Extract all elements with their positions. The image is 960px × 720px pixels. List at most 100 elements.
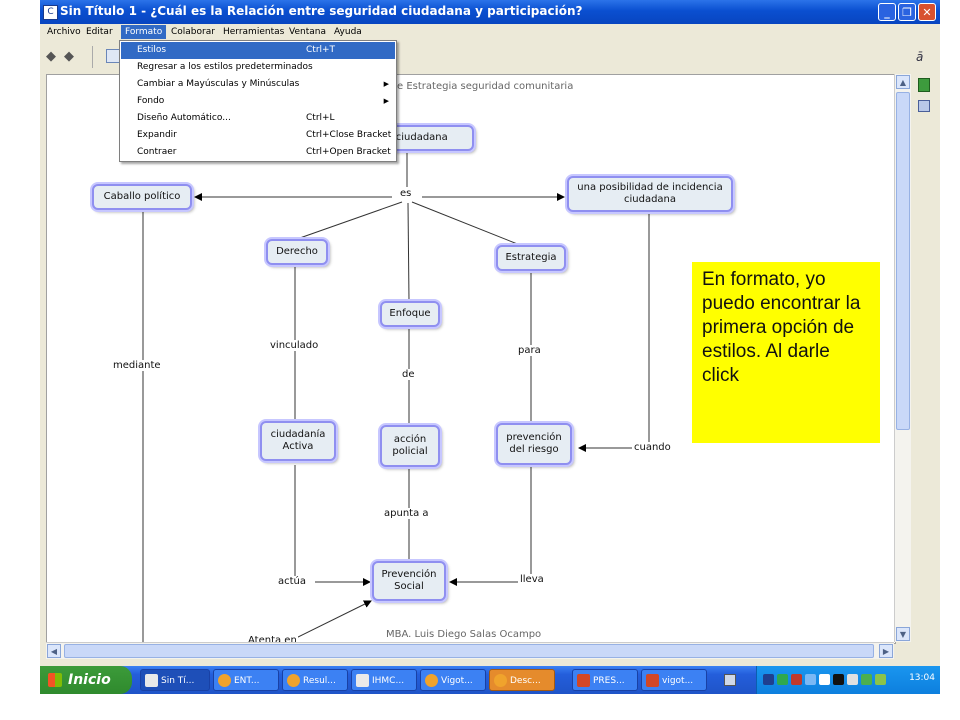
powerpoint-icon	[577, 674, 590, 687]
toolbar-separator	[92, 46, 93, 68]
annotation-note: En formato, yo puedo encontrar la primer…	[692, 262, 880, 443]
scroll-right-button[interactable]: ▶	[879, 644, 893, 658]
menu-item-contraer[interactable]: Contraer Ctrl+Open Bracket	[137, 147, 391, 157]
ihmc-icon	[356, 674, 369, 687]
sync-icon[interactable]	[875, 674, 886, 685]
menu-ayuda[interactable]: Ayuda	[334, 27, 362, 37]
concept-derecho[interactable]: Derecho	[266, 239, 328, 265]
link-apunta-a[interactable]: apunta a	[383, 508, 430, 519]
window-icon[interactable]	[847, 674, 858, 685]
menu-item-expandir[interactable]: Expandir Ctrl+Close Bracket	[137, 130, 392, 140]
concept-posibilidad-incidencia[interactable]: una posibilidad de incidencia ciudadana	[567, 176, 733, 212]
view-icon[interactable]	[106, 49, 120, 63]
clock: 13:04	[909, 673, 935, 683]
menu-item-regresar-estilos[interactable]: Regresar a los estilos predeterminados	[137, 62, 313, 72]
task-cmap[interactable]: Sin Tí...	[140, 669, 210, 691]
menu-editar[interactable]: Editar	[86, 27, 113, 37]
map-title: e Estrategia seguridad comunitaria	[397, 81, 574, 92]
link-es[interactable]: es	[399, 188, 413, 199]
security-icon[interactable]	[791, 674, 802, 685]
window-title: Sin Título 1 - ¿Cuál es la Relación entr…	[60, 4, 583, 18]
link-cuando[interactable]: cuando	[633, 442, 672, 453]
back-icon[interactable]: ◆	[46, 49, 56, 64]
link-atenta-en[interactable]: Atenta en	[247, 635, 298, 644]
windows-flag-icon	[48, 673, 62, 687]
display-icon[interactable]	[833, 674, 844, 685]
link-lleva[interactable]: lleva	[519, 574, 545, 585]
start-button[interactable]: Inicio	[40, 666, 132, 694]
menu-item-fondo[interactable]: Fondo ▶	[121, 93, 395, 110]
scroll-up-button[interactable]: ▲	[896, 75, 910, 89]
horizontal-scroll-thumb[interactable]	[64, 644, 874, 658]
title-bar[interactable]: C Sin Título 1 - ¿Cuál es la Relación en…	[40, 0, 940, 24]
link-de[interactable]: de	[401, 369, 416, 380]
line-es-estrategia	[411, 201, 526, 248]
concept-ciudadania-activa[interactable]: ciudadanía Activa	[260, 421, 336, 461]
forward-icon[interactable]: ◆	[64, 49, 74, 64]
task-firefox-ent[interactable]: ENT...	[213, 669, 279, 691]
firefox-icon	[494, 674, 507, 687]
firefox-icon	[287, 674, 300, 687]
application-window: C Sin Título 1 - ¿Cuál es la Relación en…	[40, 0, 940, 694]
vertical-scrollbar[interactable]: ▲ ▼	[894, 74, 911, 642]
maximize-button[interactable]: ❐	[898, 3, 916, 21]
menu-item-estilos[interactable]: Estilos Ctrl+T	[121, 42, 395, 59]
concept-enfoque[interactable]: Enfoque	[380, 301, 440, 327]
cmap-icon[interactable]: C	[43, 5, 58, 20]
menu-bar: Archivo Editar Formato Colaborar Herrami…	[40, 24, 940, 40]
link-mediante[interactable]: mediante	[112, 360, 162, 371]
horizontal-scrollbar[interactable]: ◀ ▶	[46, 642, 894, 659]
line-atenta-prevencion-social	[291, 600, 372, 641]
notebook-icon[interactable]	[918, 78, 930, 92]
scroll-left-button[interactable]: ◀	[47, 644, 61, 658]
concept-prevencion-riesgo[interactable]: prevención del riesgo	[496, 423, 572, 465]
menu-herramientas[interactable]: Herramientas	[223, 27, 285, 37]
task-firefox-vigot[interactable]: Vigot...	[420, 669, 486, 691]
menu-colaborar[interactable]: Colaborar	[171, 27, 215, 37]
style-palette-icon[interactable]: ā	[916, 50, 924, 64]
menu-ventana[interactable]: Ventana	[289, 27, 326, 37]
format-menu-dropdown: Estilos Ctrl+T Regresar a los estilos pr…	[119, 40, 397, 162]
powerpoint-icon	[646, 674, 659, 687]
system-tray: 13:04	[756, 666, 940, 694]
messenger-icon[interactable]	[805, 674, 816, 685]
scroll-down-button[interactable]: ▼	[896, 627, 910, 641]
minimize-button[interactable]: _	[878, 3, 896, 21]
task-powerpoint-vigot[interactable]: vigot...	[641, 669, 707, 691]
link-para[interactable]: para	[517, 345, 542, 356]
firefox-icon	[425, 674, 438, 687]
submenu-arrow-icon: ▶	[383, 80, 389, 88]
keyboard-icon[interactable]	[724, 674, 736, 686]
task-firefox-resul[interactable]: Resul...	[282, 669, 348, 691]
task-firefox-desc[interactable]: Desc...	[489, 669, 555, 691]
menu-item-diseno-automatico[interactable]: Diseño Automático... Ctrl+L	[137, 113, 335, 123]
link-actua[interactable]: actúa	[277, 576, 308, 587]
connector-lines	[142, 151, 650, 643]
concept-prevencion-social[interactable]: Prevención Social	[372, 561, 446, 601]
line-es-derecho	[296, 201, 403, 240]
menu-item-cambiar-mayusculas[interactable]: Cambiar a Mayúsculas y Minúsculas ▶	[121, 76, 395, 93]
vertical-scroll-thumb[interactable]	[896, 92, 910, 430]
close-button[interactable]: ✕	[918, 3, 936, 21]
start-label: Inicio	[68, 672, 111, 688]
taskbar: Inicio Sin Tí... ENT... Resul... IHMC...…	[40, 666, 940, 694]
submenu-arrow-icon: ▶	[383, 97, 389, 105]
antivirus-icon[interactable]	[777, 674, 788, 685]
cmap-icon	[145, 674, 158, 687]
power-icon[interactable]	[819, 674, 830, 685]
firefox-icon	[218, 674, 231, 687]
network-icon[interactable]	[763, 674, 774, 685]
update-icon[interactable]	[861, 674, 872, 685]
task-powerpoint-pres[interactable]: PRES...	[572, 669, 638, 691]
concept-accion-policial[interactable]: acción policial	[380, 425, 440, 467]
gear-icon[interactable]	[918, 100, 930, 112]
menu-formato[interactable]: Formato	[121, 25, 167, 39]
menu-archivo[interactable]: Archivo	[47, 27, 81, 37]
line-es-enfoque	[407, 202, 410, 302]
concept-estrategia[interactable]: Estrategia	[496, 245, 566, 271]
concept-caballo-politico[interactable]: Caballo político	[92, 184, 192, 210]
map-author: MBA. Luis Diego Salas Ocampo	[386, 629, 542, 640]
right-tool-panel: ā	[910, 40, 940, 658]
link-vinculado[interactable]: vinculado	[269, 340, 320, 351]
task-ihmc[interactable]: IHMC...	[351, 669, 417, 691]
